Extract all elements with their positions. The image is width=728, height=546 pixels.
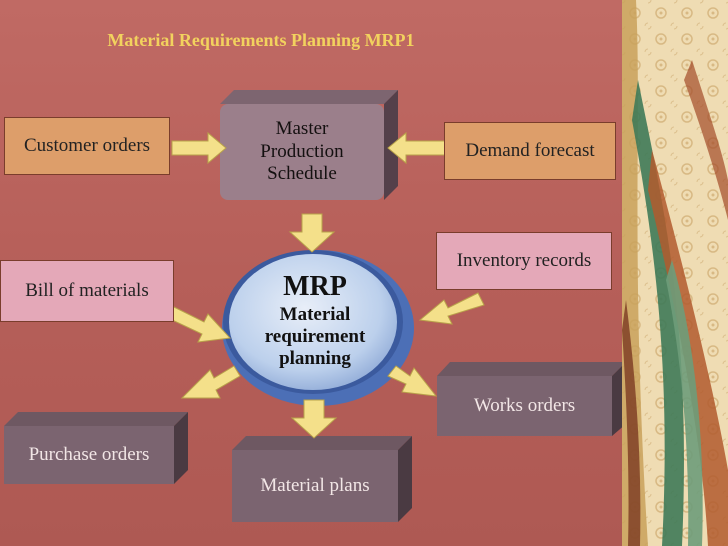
arrow-inventory-to-mrp	[418, 292, 485, 325]
mrp-heading: MRP	[283, 271, 347, 302]
mrp-center-text: MRP Material requirement planning	[240, 272, 390, 370]
arrow-customer-to-master	[171, 131, 227, 165]
demand-forecast-label: Demand forecast	[465, 139, 595, 161]
arrow-mrp-to-works	[387, 365, 438, 397]
purchase-orders-box: Purchase orders	[4, 426, 174, 484]
mrp-line-3: planning	[279, 348, 351, 369]
master-line-1: Master	[275, 117, 329, 139]
purchase-orders-label: Purchase orders	[28, 443, 150, 465]
demand-forecast-box: Demand forecast	[444, 122, 616, 180]
mrp-ellipse-shape	[222, 250, 414, 406]
customer-orders-label: Customer orders	[23, 134, 151, 156]
customer-orders-box: Customer orders	[4, 117, 170, 175]
material-plans-box: Material plans	[232, 450, 398, 522]
arrow-mrp-to-plans	[290, 399, 338, 439]
decorative-panel	[622, 0, 728, 546]
inventory-records-box: Inventory records	[436, 232, 612, 290]
mrp-line-1: Material	[279, 304, 351, 325]
arrow-forecast-to-master	[387, 131, 447, 165]
works-orders-box: Works orders	[437, 376, 612, 436]
arrow-mrp-to-purchase	[180, 365, 241, 399]
material-plans-label: Material plans	[260, 474, 370, 496]
arrow-bom-to-mrp	[169, 306, 232, 343]
inventory-records-label: Inventory records	[456, 249, 592, 271]
mrp-line-2: requirement	[264, 326, 366, 347]
bill-of-materials-label: Bill of materials	[25, 279, 149, 301]
arrow-master-to-mrp	[288, 213, 336, 253]
works-orders-label: Works orders	[473, 394, 576, 416]
master-production-schedule-box: Master Production Schedule	[220, 104, 384, 200]
master-schedule-box-shape	[220, 90, 398, 200]
master-line-3: Schedule	[267, 163, 337, 185]
bill-of-materials-box: Bill of materials	[0, 260, 174, 322]
slide-title: Material Requirements Planning MRP1	[107, 30, 415, 50]
master-line-2: Production	[260, 140, 344, 162]
